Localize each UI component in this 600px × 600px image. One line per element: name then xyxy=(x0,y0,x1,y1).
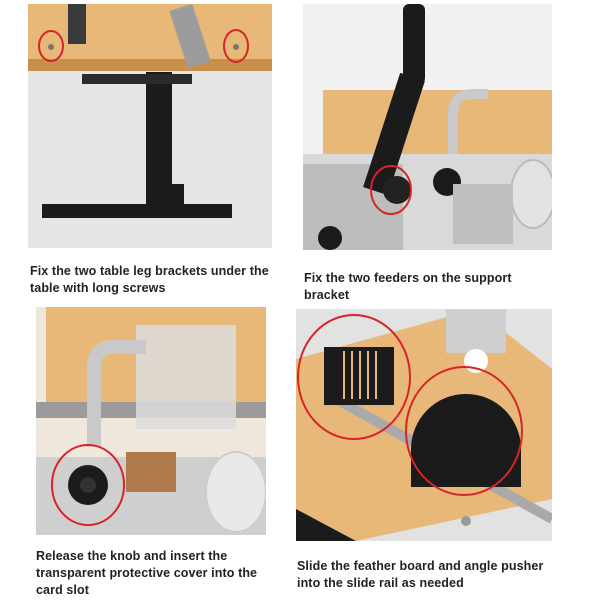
caption-feeders: Fix the two feeders on the support brack… xyxy=(304,271,512,302)
feeder-illustration xyxy=(303,4,552,250)
table-leg-illustration xyxy=(28,4,272,248)
photo-feeders xyxy=(303,4,552,250)
photo-protective-cover xyxy=(36,307,266,535)
caption-feather-board: Slide the feather board and angle pusher… xyxy=(297,559,544,590)
feather-board-illustration xyxy=(296,309,552,541)
protective-cover-illustration xyxy=(36,307,266,535)
caption-protective-cover: Release the knob and insert the transpar… xyxy=(36,549,258,597)
photo-leg-brackets xyxy=(28,4,272,248)
photo-feather-board xyxy=(296,309,552,541)
caption-leg-brackets: Fix the two table leg brackets under the… xyxy=(30,264,269,295)
